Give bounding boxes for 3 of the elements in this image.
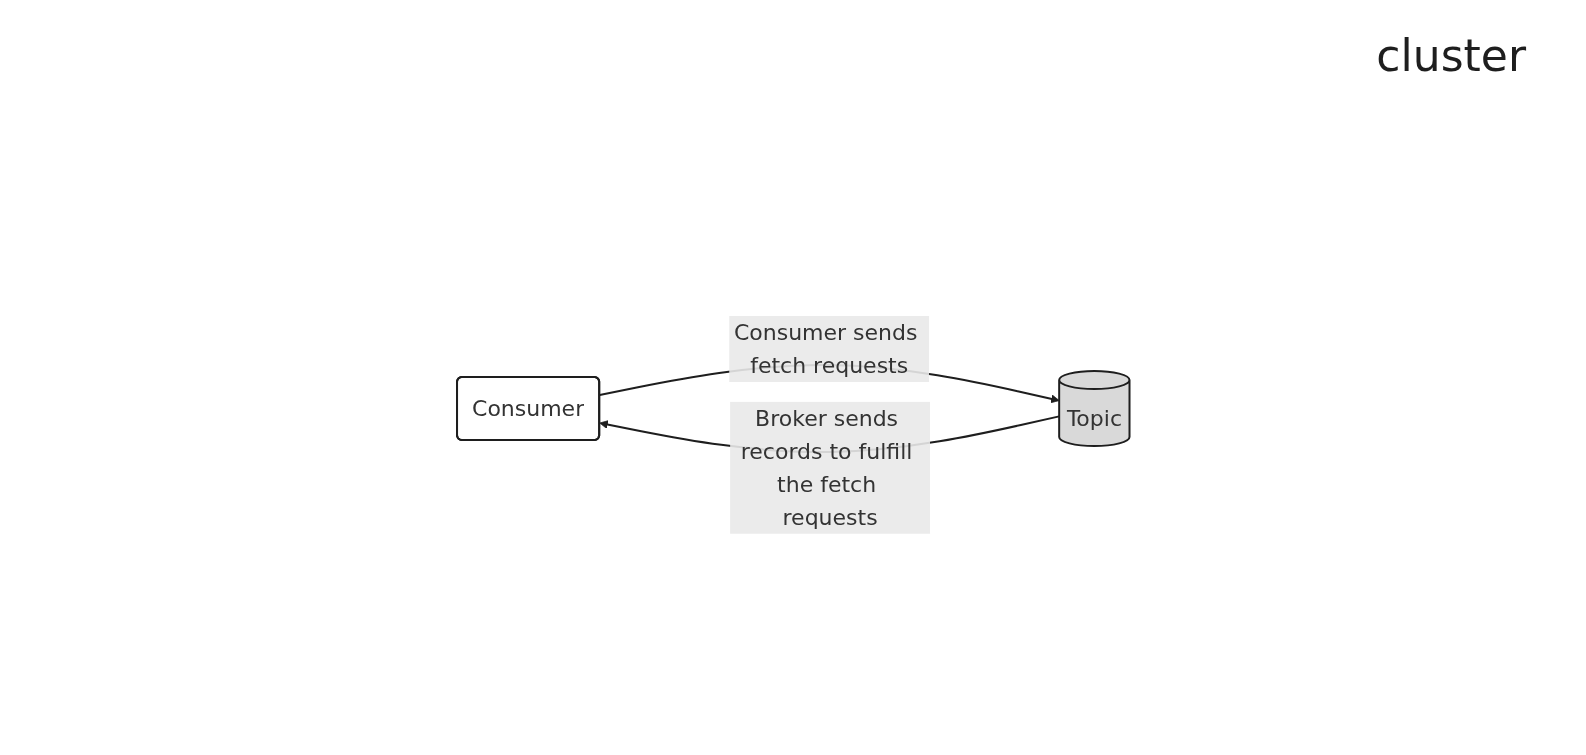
edge-label: Consumer sends fetch requests (733, 320, 918, 379)
edge-label: Broker sends records to fulfill the fetch requests (740, 405, 913, 530)
cluster-label: cluster (1376, 30, 1526, 81)
